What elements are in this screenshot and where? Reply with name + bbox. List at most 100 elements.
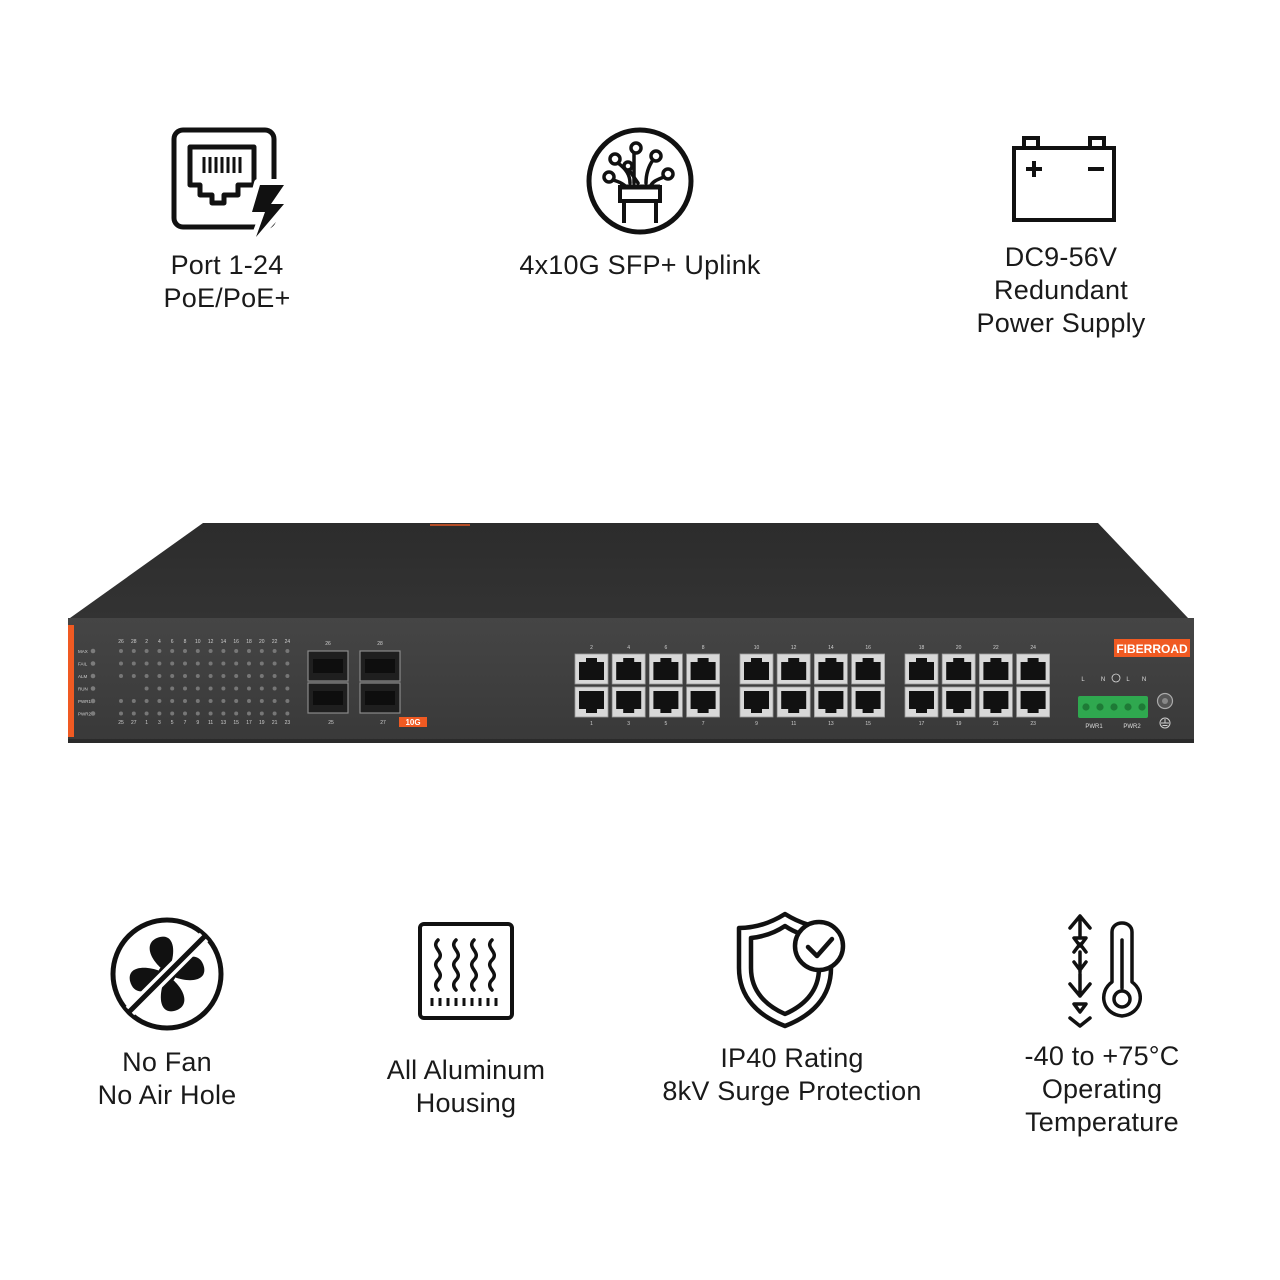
port-led: [272, 699, 277, 703]
led-port-number: 22: [272, 639, 278, 645]
port-led: [183, 674, 187, 678]
port-led: [247, 674, 251, 678]
port-led: [170, 649, 175, 653]
port-led: [195, 686, 200, 691]
sfp-slot: [313, 691, 343, 705]
port-led: [119, 674, 123, 678]
port-led: [259, 711, 264, 716]
port-led: [234, 674, 239, 678]
port-led: [131, 661, 136, 666]
rj45-jack: [579, 658, 604, 680]
feature-line: Power Supply: [976, 308, 1146, 338]
status-led: [90, 711, 96, 716]
rj45-port-number: 16: [865, 645, 871, 651]
feature-line: Temperature: [1025, 1107, 1179, 1137]
rj45-jack: [781, 691, 807, 713]
terminal-label: N: [1142, 677, 1146, 683]
feature-line: Operating: [1041, 1074, 1163, 1104]
terminal-label: N: [1101, 677, 1105, 683]
led-port-number: 11: [208, 720, 213, 726]
brand-logo: FIBERROAD: [1116, 642, 1188, 656]
port-led: [208, 699, 213, 703]
feature-temperature: -40 to +75°C Operating Temperature: [992, 910, 1212, 1139]
port-led: [285, 674, 290, 678]
rj45-port-number: 6: [665, 645, 668, 651]
no-fan-icon: [110, 917, 224, 1031]
rj45-port-number: 18: [919, 645, 925, 651]
status-led: [90, 686, 96, 691]
port-led: [259, 686, 264, 691]
feature-line: All Aluminum: [386, 1055, 546, 1085]
port-led: [221, 686, 226, 691]
terminal-screw: [1138, 703, 1146, 711]
led-port-number: 2: [145, 639, 148, 645]
port-led: [170, 674, 175, 678]
led-port-number: 13: [221, 720, 227, 726]
port-led: [157, 686, 162, 691]
port-led: [131, 711, 136, 716]
accent-strip: [68, 625, 74, 737]
rj45-port-number: 3: [627, 721, 630, 727]
rj45-jack: [690, 658, 716, 680]
rj45-jack: [946, 658, 972, 680]
terminal-screw: [1082, 703, 1090, 711]
rj45-port-number: 5: [665, 721, 668, 727]
rj45-jack: [653, 691, 679, 713]
sfp-speed-label: 10G: [405, 718, 420, 727]
port-led: [259, 649, 264, 653]
rj45-port-number: 9: [755, 721, 758, 727]
feature-line: Redundant: [994, 275, 1128, 305]
port-led: [234, 686, 239, 691]
port-led: [195, 699, 200, 703]
led-port-number: 28: [131, 639, 137, 645]
port-led: [247, 649, 251, 653]
led-port-number: 20: [259, 639, 265, 645]
led-port-number: 5: [171, 720, 174, 726]
port-led: [272, 674, 277, 678]
ethernet-poe-icon: [171, 127, 290, 243]
port-led: [285, 711, 290, 716]
port-led: [144, 661, 149, 666]
feature-line: 8kV Surge Protection: [662, 1076, 922, 1106]
rj45-jack: [744, 691, 769, 713]
shield-check-icon: [736, 911, 846, 1029]
terminal-label: L: [1126, 677, 1130, 683]
rj45-port-number: 19: [956, 721, 962, 727]
port-led: [285, 661, 290, 666]
port-led: [183, 686, 187, 691]
port-led: [259, 674, 264, 678]
port-led: [195, 711, 200, 716]
port-led: [208, 686, 213, 691]
rj45-port-number: 21: [993, 721, 999, 727]
port-led: [272, 686, 277, 691]
rj45-port-number: 7: [702, 721, 705, 727]
feature-line: No Fan: [122, 1047, 212, 1077]
port-led: [208, 649, 213, 653]
port-led: [157, 711, 162, 716]
port-led: [247, 686, 251, 691]
port-led: [221, 711, 226, 716]
led-label: FAIL: [78, 662, 88, 667]
sfp-port-number: 28: [377, 641, 383, 647]
port-led: [144, 711, 149, 716]
port-led: [170, 711, 175, 716]
port-led: [272, 661, 277, 666]
led-port-number: 9: [196, 720, 199, 726]
status-led: [90, 648, 96, 654]
rj45-jack: [1020, 658, 1046, 680]
switch-top-surface: [70, 523, 1188, 618]
rj45-port-number: 23: [1030, 721, 1036, 727]
led-port-number: 12: [208, 639, 214, 645]
port-led: [131, 649, 136, 653]
rj45-port-number: 22: [993, 645, 999, 651]
led-label: RUN: [78, 687, 88, 692]
sfp-port-number: 26: [325, 641, 331, 647]
feature-aluminum: All Aluminum Housing: [356, 918, 576, 1120]
port-led: [131, 674, 136, 678]
feature-line: Port 1-24: [170, 250, 284, 280]
port-led: [144, 699, 149, 703]
terminal-screw: [1096, 703, 1104, 711]
port-led: [157, 649, 162, 653]
